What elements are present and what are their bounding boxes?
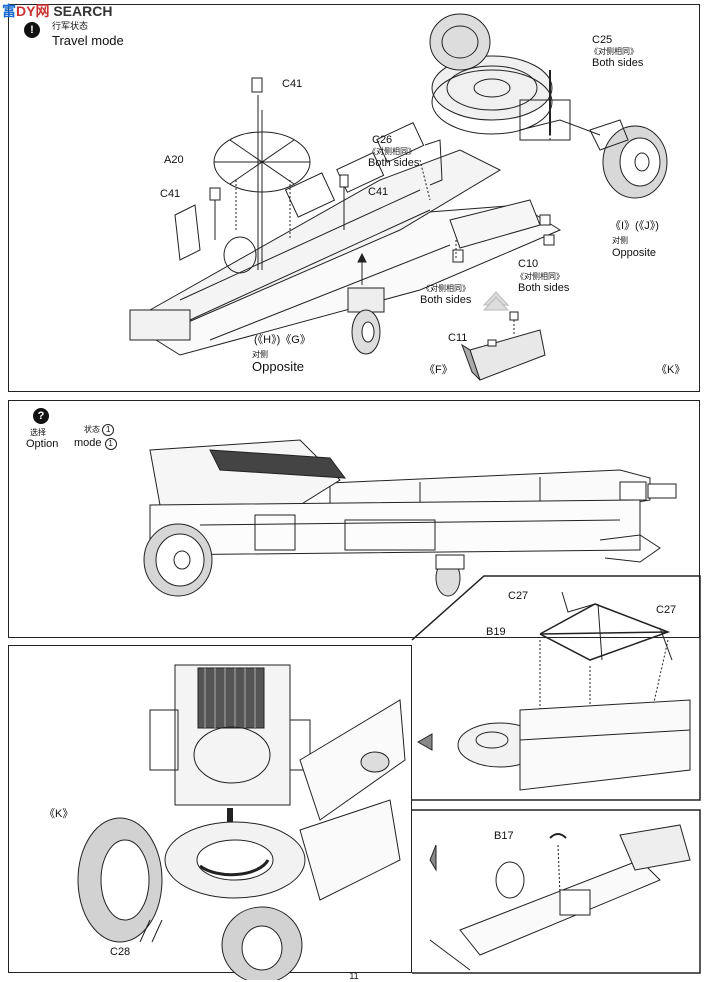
- label-c26-en: Both sides: [368, 157, 420, 169]
- panel-b19-frame: [411, 575, 701, 801]
- watermark: 富DY网 SEARCH: [2, 4, 112, 18]
- label-c25-cn: 《对侧相同》: [590, 47, 638, 56]
- label-i-j-en: Opposite: [612, 247, 657, 259]
- label-both-left-cn: 《对侧相同》: [422, 284, 470, 293]
- label-i-j-cn: 对侧: [612, 236, 628, 245]
- b19-bracket-assembly: [416, 591, 691, 791]
- label-c11: C11: [448, 332, 468, 344]
- label-h-g-en: Opposite: [252, 359, 305, 374]
- label-c10-en: Both sides: [518, 282, 570, 294]
- step-warning-icon: !: [24, 22, 40, 38]
- state-cn-line: 状态 1: [84, 424, 115, 436]
- label-c25-en: Both sides: [592, 57, 644, 69]
- label-c26-cn: 《对侧相同》: [368, 147, 416, 156]
- panel-turntable: [8, 645, 412, 973]
- travel-mode-cn: 行军状态: [52, 21, 89, 31]
- watermark-extra: DY: [16, 3, 36, 19]
- step-question-icon: ?: [33, 408, 49, 424]
- label-c26: C26: [372, 134, 393, 146]
- label-c41-top: C41: [282, 78, 303, 90]
- label-k-panel3: 《K》: [44, 808, 74, 820]
- label-a20: A20: [164, 154, 184, 166]
- state-cn: 状态: [84, 425, 100, 434]
- label-i-j: 《I》(《J》): [610, 220, 659, 232]
- option-cn: 选择: [30, 428, 46, 437]
- label-c41-mid: C41: [368, 186, 389, 198]
- label-c28: C28: [110, 946, 131, 958]
- label-c27-right: C27: [656, 604, 677, 616]
- state-number: 1: [102, 424, 115, 436]
- page-number: 11: [349, 971, 359, 981]
- gun-side-view: [143, 439, 677, 597]
- label-k-panel1: 《K》: [656, 364, 686, 376]
- label-b19: B19: [486, 626, 506, 638]
- watermark-en: SEARCH: [53, 3, 113, 19]
- option-en: Option: [26, 438, 59, 450]
- label-c10: C10: [518, 258, 539, 270]
- label-c27-left: C27: [508, 590, 529, 602]
- travel-mode-en: Travel mode: [52, 33, 124, 48]
- label-h-g-cn: 对侧: [252, 350, 268, 359]
- panel-travel-mode: [8, 4, 700, 392]
- label-c25: C25: [592, 34, 613, 46]
- b17-clamp-assembly: [429, 824, 691, 971]
- label-c10-cn: 《对侧相同》: [516, 272, 564, 281]
- label-h-g: (《H》)《G》: [254, 334, 311, 346]
- watermark-cn: 富: [2, 3, 16, 19]
- mode-number: 1: [104, 438, 117, 450]
- turntable-assembly: [77, 664, 406, 980]
- label-b17: B17: [494, 830, 514, 842]
- watermark-cn2: 网: [35, 3, 50, 19]
- carriage-top-view: [129, 13, 668, 381]
- mode-en: mode: [74, 437, 102, 449]
- label-f: 《F》: [424, 364, 453, 376]
- panel-b17-frame: [412, 809, 701, 974]
- label-c41-left: C41: [160, 188, 181, 200]
- panel-option-mode: [8, 400, 700, 638]
- label-both-left-en: Both sides: [420, 294, 472, 306]
- mode-en-line: mode 1: [74, 437, 117, 450]
